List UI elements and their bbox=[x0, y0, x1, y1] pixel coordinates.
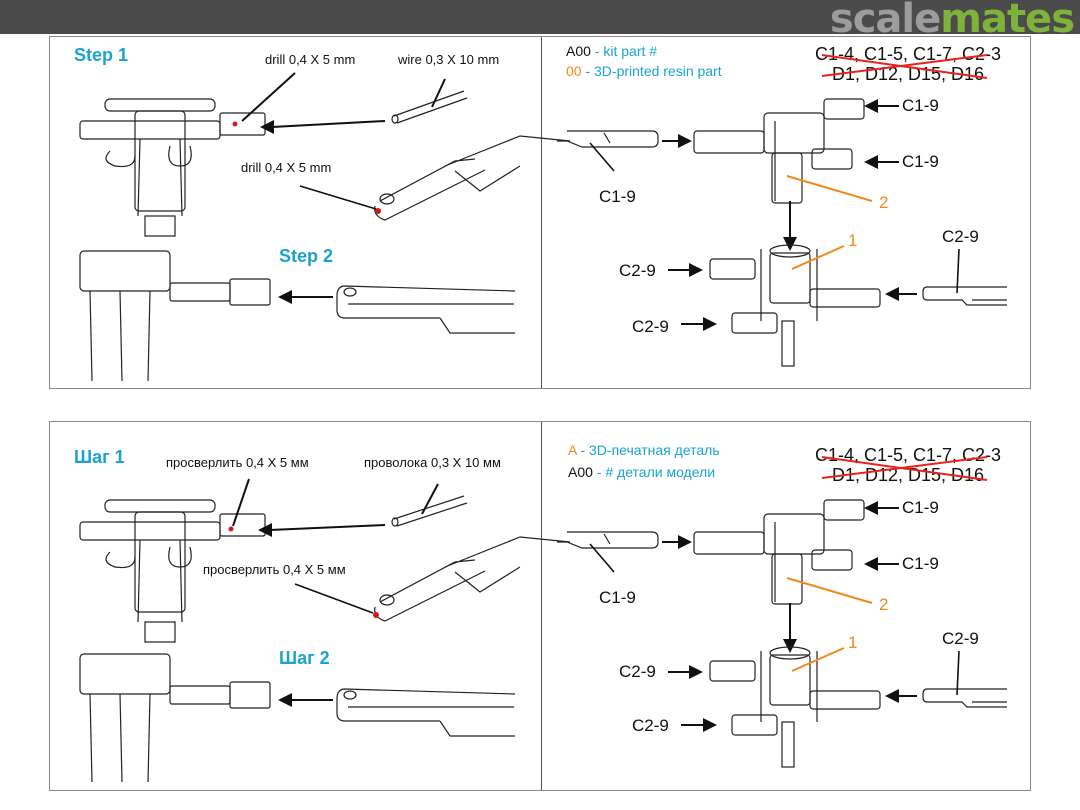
label-resin-part-1: 1 bbox=[848, 231, 858, 250]
blade-drawing-step2 bbox=[336, 285, 516, 334]
legend-kit-code: A00 bbox=[566, 43, 591, 59]
label-c2-9-arm1: C2-9 bbox=[619, 662, 656, 681]
drill-label-blade: просверлить 0,4 X 5 мм bbox=[203, 562, 346, 577]
wire-drawing bbox=[391, 495, 468, 527]
removed-parts-line2: D1, D12, D15, D16 bbox=[831, 465, 985, 485]
rotor-hub-drawing bbox=[79, 499, 266, 643]
lower-rotor-hub-drawing bbox=[709, 244, 881, 367]
step2-title: Step 2 bbox=[279, 246, 334, 266]
insert-arrow-line bbox=[271, 120, 386, 128]
blade-drawing-step2 bbox=[336, 688, 516, 737]
step-drawings bbox=[79, 478, 571, 783]
top-banner bbox=[0, 0, 1080, 34]
logo-text-mates: mates bbox=[940, 0, 1075, 42]
legend-kit-desc: - kit part # bbox=[590, 43, 658, 59]
upper-rotor-hub-drawing bbox=[693, 98, 865, 204]
removed-parts-line1: C1-4, C1-5, C1-7, C2-3 bbox=[814, 445, 1002, 465]
label-c2-9-arm2: C2-9 bbox=[632, 716, 669, 735]
assembly-section: A - 3D-печатная деталь A00 - # детали мо… bbox=[542, 422, 1032, 790]
step1-title: Шаг 1 bbox=[74, 447, 125, 467]
drill-label-hub: drill 0,4 X 5 mm bbox=[265, 52, 356, 67]
label-c1-9-arm2: C1-9 bbox=[902, 554, 939, 573]
cross-out-mark bbox=[821, 54, 988, 79]
drill-label-hub: просверлить 0,4 X 5 мм bbox=[166, 455, 309, 470]
label-c2-9-arm1: C2-9 bbox=[619, 261, 656, 280]
step2-title: Шаг 2 bbox=[279, 648, 330, 668]
legend-resin-code: 00 bbox=[566, 63, 582, 79]
arrow-head bbox=[260, 120, 274, 134]
legend-kit-part: A00 - kit part # bbox=[566, 43, 657, 59]
wire-label: проволока 0,3 X 10 мм bbox=[364, 455, 501, 470]
label-c2-9-arm2: C2-9 bbox=[632, 317, 669, 336]
assembly-section: A00 - kit part # 00 - 3D-printed resin p… bbox=[542, 37, 1032, 388]
rotor-hub-drawing bbox=[79, 98, 266, 237]
instruction-panel-russian: Шаг 1 просверлить 0,4 X 5 мм проволока 0… bbox=[49, 421, 1031, 791]
lower-blade-drawing bbox=[922, 688, 1007, 708]
rotor-hub-drawing-step2 bbox=[79, 250, 271, 382]
removed-parts-list: C1-4, C1-5, C1-7, C2-3 D1, D12, D15, D16 bbox=[798, 445, 1018, 485]
lower-blade-drawing bbox=[922, 286, 1007, 306]
legend-resin-part: A - 3D-печатная деталь bbox=[568, 442, 720, 458]
steps-section: Step 1 drill 0,4 X 5 mm wire 0,3 X 10 mm… bbox=[50, 37, 571, 388]
label-c1-9-arm1: C1-9 bbox=[902, 96, 939, 115]
label-c1-9-arm2: C1-9 bbox=[902, 152, 939, 171]
panel-divider bbox=[541, 37, 542, 388]
cross-out-mark bbox=[821, 456, 988, 481]
label-c1-9-blade: C1-9 bbox=[599, 187, 636, 206]
upper-rotor-hub-drawing bbox=[693, 499, 865, 605]
upper-blade-drawing bbox=[557, 130, 659, 148]
label-c1-9-arm1: C1-9 bbox=[902, 498, 939, 517]
wire-label: wire 0,3 X 10 mm bbox=[398, 52, 500, 67]
drill-point-hub bbox=[232, 121, 238, 127]
legend-kit-code: A00 bbox=[568, 464, 593, 480]
instruction-panel-english: Step 1 drill 0,4 X 5 mm wire 0,3 X 10 mm… bbox=[49, 36, 1031, 389]
wire-drawing bbox=[391, 90, 468, 124]
rotor-hub-drawing-step2 bbox=[79, 653, 271, 783]
legend-resin-code: A bbox=[568, 442, 577, 458]
step1-title: Step 1 bbox=[74, 45, 129, 65]
label-c2-9-blade: C2-9 bbox=[942, 227, 979, 246]
legend-kit-desc: - # детали модели bbox=[592, 464, 716, 480]
drill-label-blade: drill 0,4 X 5 mm bbox=[241, 160, 332, 175]
label-c1-9-blade: C1-9 bbox=[599, 588, 636, 607]
step-drawings bbox=[79, 72, 571, 382]
drill-point-hub bbox=[228, 526, 234, 532]
legend-resin-desc: - 3D-печатная деталь bbox=[576, 442, 720, 458]
logo-text-scale: scale bbox=[829, 0, 941, 42]
drill-point-blade bbox=[375, 208, 381, 214]
blade-root-drawing bbox=[374, 536, 571, 622]
steps-section: Шаг 1 просверлить 0,4 X 5 мм проволока 0… bbox=[50, 422, 571, 790]
label-resin-part-1: 1 bbox=[848, 633, 858, 652]
lower-rotor-hub-drawing bbox=[709, 646, 881, 768]
assembly-drawings bbox=[557, 499, 1007, 768]
label-c2-9-blade: C2-9 bbox=[942, 629, 979, 648]
leader-line bbox=[241, 72, 296, 122]
panel-divider bbox=[541, 422, 542, 790]
drill-point-blade bbox=[373, 612, 379, 618]
scalemates-logo[interactable]: scalemates bbox=[829, 0, 1075, 42]
legend-kit-part: A00 - # детали модели bbox=[568, 464, 715, 480]
assembly-drawings bbox=[557, 98, 1007, 367]
legend-resin-desc: - 3D-printed resin part bbox=[581, 63, 722, 79]
upper-blade-drawing bbox=[557, 531, 659, 549]
blade-root-drawing bbox=[374, 135, 571, 221]
label-resin-part-2: 2 bbox=[879, 193, 889, 212]
label-resin-part-2: 2 bbox=[879, 595, 889, 614]
legend-resin-part: 00 - 3D-printed resin part bbox=[566, 63, 722, 79]
